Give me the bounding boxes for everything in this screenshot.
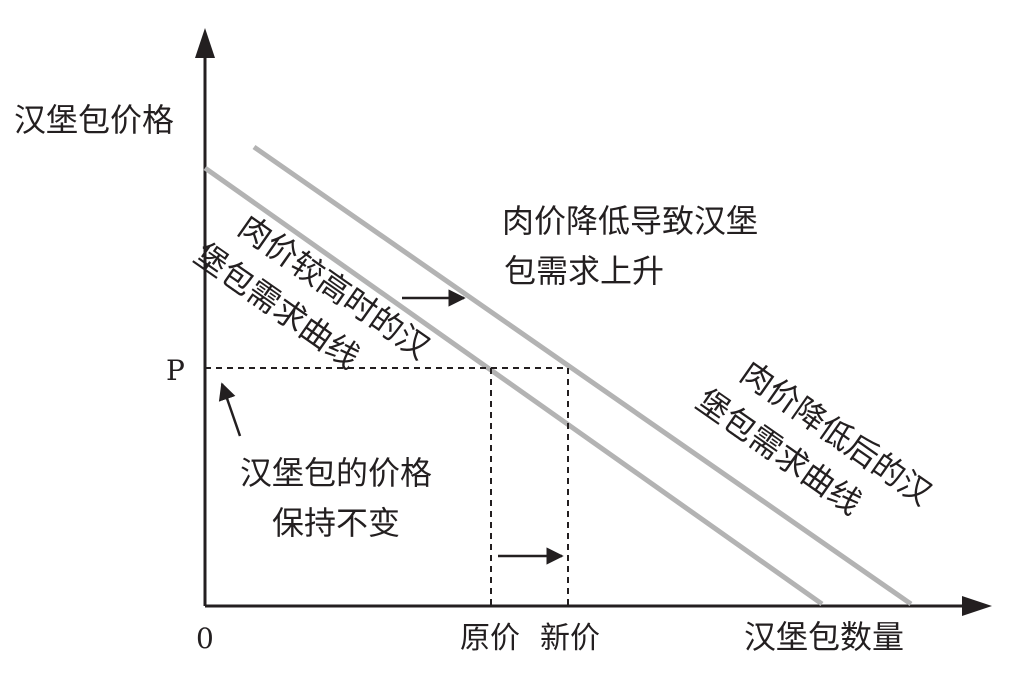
x-axis-label: 汉堡包数量 xyxy=(744,618,904,656)
old-demand-curve xyxy=(203,165,824,607)
constant-price-note-line2: 保持不变 xyxy=(272,504,400,542)
old-quantity-label: 原价 xyxy=(460,621,520,656)
old-curve-label: 肉价较高时的汉 堡包需求曲线 xyxy=(187,207,436,376)
constant-price-arrow xyxy=(218,382,242,437)
new-demand-curve xyxy=(252,144,913,607)
price-tick-label: P xyxy=(166,354,185,387)
constant-price-note-line1: 汉堡包的价格 xyxy=(240,454,432,492)
y-axis-arrowhead xyxy=(195,28,215,58)
shift-note-line2: 包需求上升 xyxy=(504,252,664,290)
new-curve-label: 肉价降低后的汉 堡包需求曲线 xyxy=(689,353,938,522)
shift-note-line1: 肉价降低导致汉堡 xyxy=(502,202,758,240)
new-quantity-label: 新价 xyxy=(540,621,600,656)
origin-label: 0 xyxy=(196,622,214,655)
x-axis-arrowhead xyxy=(962,596,992,616)
y-axis-label: 汉堡包价格 xyxy=(14,101,174,139)
